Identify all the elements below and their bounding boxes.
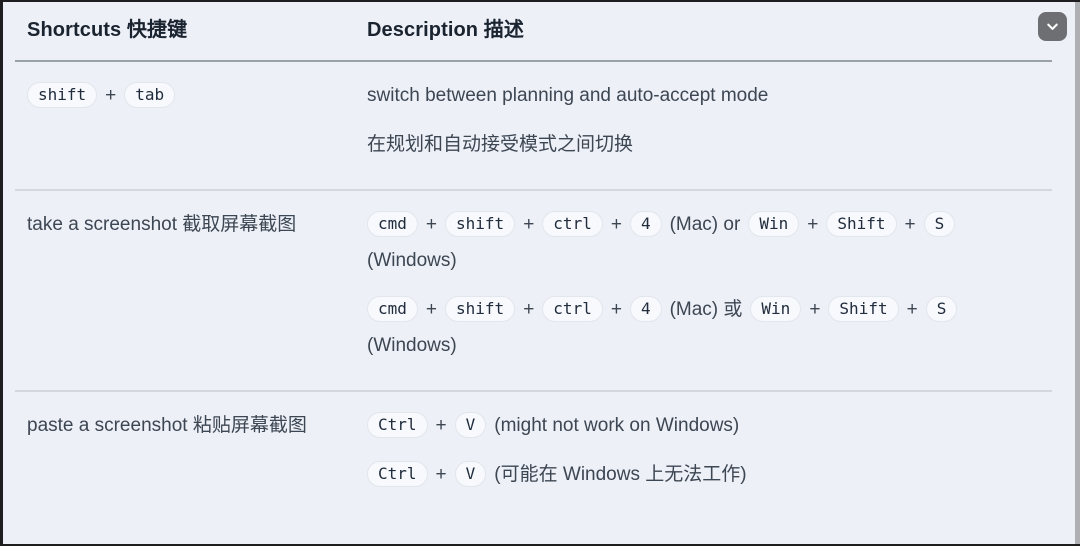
description-cell: cmd + shift + ctrl +4 (Mac) or Win + Shift + S (Wind… bbox=[367, 207, 1052, 364]
shortcut-combo-en: cmd + shift + ctrl +4 (Mac) or Win + Shift + S (Wind… bbox=[367, 207, 1042, 279]
key-shift: shift bbox=[445, 211, 516, 237]
description-cell: switch between planning and auto-accept … bbox=[367, 78, 1052, 163]
platform-note-windows: (Windows) bbox=[367, 335, 457, 356]
column-header-shortcuts: Shortcuts 快捷键 bbox=[27, 19, 188, 41]
shortcut-combo-zh: Ctrl + V (可能在 Windows 上无法工作) bbox=[367, 457, 1042, 493]
key-cmd: cmd bbox=[367, 296, 418, 322]
key-ctrl: Ctrl bbox=[367, 412, 428, 438]
chevron-down-icon bbox=[1045, 19, 1060, 34]
column-header-description: Description 描述 bbox=[367, 19, 524, 41]
key-v: V bbox=[454, 412, 487, 438]
table-header-row: Shortcuts 快捷键 Description 描述 bbox=[15, 2, 1052, 62]
key-shift: shift bbox=[27, 82, 98, 108]
plus-separator: + bbox=[610, 214, 622, 235]
plus-separator: + bbox=[904, 214, 916, 235]
key-shift: shift bbox=[445, 296, 516, 322]
key-s: S bbox=[923, 211, 956, 237]
compatibility-note-en: (might not work on Windows) bbox=[494, 415, 740, 436]
shortcut-cell: shift + tab bbox=[15, 78, 367, 114]
platform-note-mac: (Mac) or bbox=[669, 214, 741, 235]
key-win: Win bbox=[748, 211, 800, 237]
table-row: paste a screenshot 粘贴屏幕截图 Ctrl + V (might n… bbox=[15, 392, 1052, 519]
plus-separator: + bbox=[906, 299, 918, 320]
shortcut-combo-en: Ctrl + V (might not work on Windows) bbox=[367, 408, 1042, 444]
description-text-en: switch between planning and auto-accept … bbox=[367, 85, 769, 106]
plus-separator: + bbox=[435, 415, 447, 436]
key-cmd: cmd bbox=[367, 211, 418, 237]
key-ctrl: ctrl bbox=[542, 211, 603, 237]
shortcut-label: take a screenshot 截取屏幕截图 bbox=[27, 214, 297, 235]
plus-separator: + bbox=[809, 299, 821, 320]
shortcuts-table: Shortcuts 快捷键 Description 描述 shift + tab s… bbox=[15, 2, 1052, 519]
plus-separator: + bbox=[523, 299, 535, 320]
plus-separator: + bbox=[610, 299, 622, 320]
key-win: Win bbox=[750, 296, 802, 322]
collapse-button[interactable] bbox=[1038, 12, 1067, 41]
key-s: S bbox=[925, 296, 958, 322]
key-v: V bbox=[454, 461, 487, 487]
plus-separator: + bbox=[807, 214, 819, 235]
shortcut-cell: paste a screenshot 粘贴屏幕截图 bbox=[15, 408, 367, 444]
plus-separator: + bbox=[105, 85, 117, 106]
platform-note-mac-zh: (Mac) 或 bbox=[669, 299, 743, 320]
key-shift: Shift bbox=[826, 211, 897, 237]
key-4: 4 bbox=[629, 296, 662, 322]
shortcut-cell: take a screenshot 截取屏幕截图 bbox=[15, 207, 367, 243]
key-ctrl: Ctrl bbox=[367, 461, 428, 487]
plus-separator: + bbox=[523, 214, 535, 235]
key-4: 4 bbox=[629, 211, 662, 237]
shortcut-combo-zh: cmd + shift + ctrl +4 (Mac) 或 Win + Shift + S (Windo… bbox=[367, 292, 1042, 364]
platform-note-windows: (Windows) bbox=[367, 250, 457, 271]
table-row: shift + tab switch between planning and au… bbox=[15, 62, 1052, 191]
key-ctrl: ctrl bbox=[542, 296, 603, 322]
table-row: take a screenshot 截取屏幕截图 cmd + shift + ctrl +… bbox=[15, 191, 1052, 392]
compatibility-note-zh: (可能在 Windows 上无法工作) bbox=[494, 464, 747, 485]
plus-separator: + bbox=[435, 464, 447, 485]
shortcut-label: paste a screenshot 粘贴屏幕截图 bbox=[27, 415, 307, 436]
key-shift: Shift bbox=[828, 296, 899, 322]
key-tab: tab bbox=[124, 82, 176, 108]
description-text-zh: 在规划和自动接受模式之间切换 bbox=[367, 134, 634, 155]
scrollbar[interactable] bbox=[1075, 2, 1080, 544]
description-cell: Ctrl + V (might not work on Windows) Ctrl + V… bbox=[367, 408, 1052, 493]
plus-separator: + bbox=[425, 214, 438, 235]
plus-separator: + bbox=[425, 299, 438, 320]
